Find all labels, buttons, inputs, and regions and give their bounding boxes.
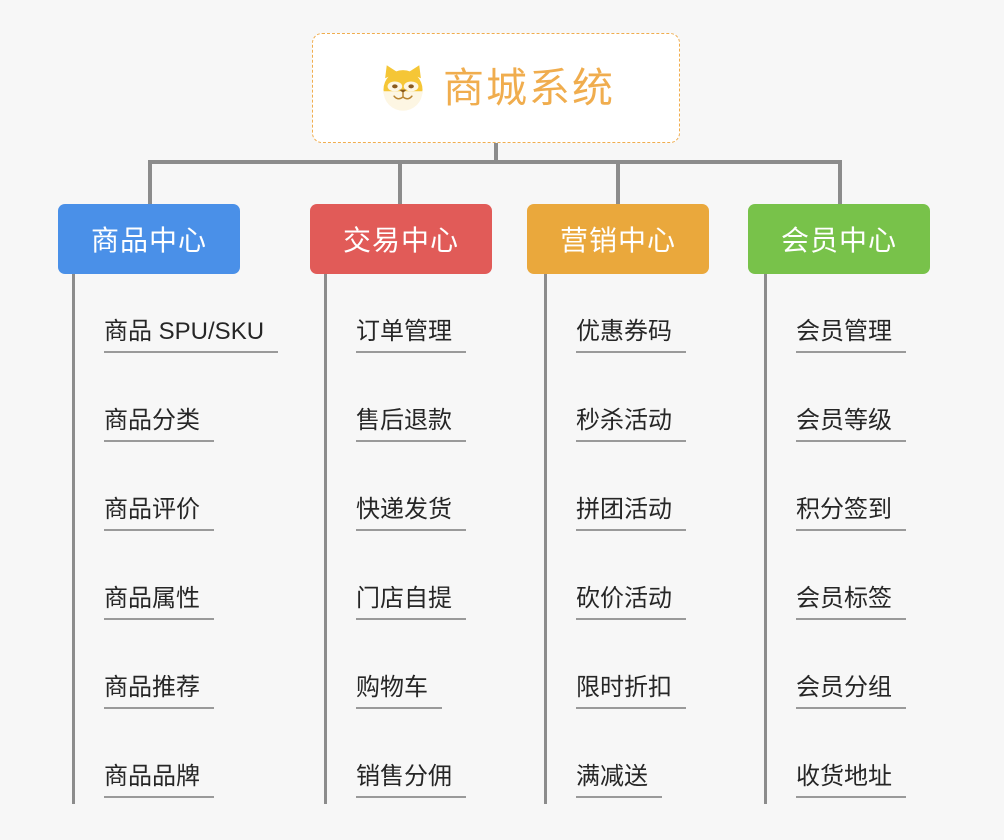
leaf-item-label: 会员分组 xyxy=(796,674,906,709)
leaf-item[interactable]: 收货地址 xyxy=(764,756,906,800)
leaf-item[interactable]: 快递发货 xyxy=(324,489,466,533)
category-box-marketing-center[interactable]: 营销中心 xyxy=(527,204,709,274)
leaf-item[interactable]: 商品属性 xyxy=(72,578,214,622)
connector-root-stem xyxy=(494,143,498,163)
leaf-item-label: 优惠券码 xyxy=(576,318,686,353)
leaf-item-label: 商品评价 xyxy=(104,496,214,531)
category-label: 商品中心 xyxy=(90,225,207,256)
leaf-item-label: 积分签到 xyxy=(796,496,906,531)
category-label: 营销中心 xyxy=(559,225,676,256)
leaf-item[interactable]: 会员等级 xyxy=(764,400,906,444)
leaf-item[interactable]: 订单管理 xyxy=(324,311,466,355)
shiba-dog-face-icon xyxy=(377,62,429,114)
column-rail-2 xyxy=(324,274,327,804)
leaf-item-label: 会员管理 xyxy=(796,318,906,353)
root-node-label: 商城系统 xyxy=(443,64,615,111)
leaf-item[interactable]: 商品评价 xyxy=(72,489,214,533)
column-rail-1 xyxy=(72,274,75,804)
leaf-item-label: 售后退款 xyxy=(356,407,466,442)
leaf-item[interactable]: 售后退款 xyxy=(324,400,466,444)
leaf-item[interactable]: 满减送 xyxy=(544,756,662,800)
category-box-product-center[interactable]: 商品中心 xyxy=(58,204,240,274)
leaf-item-label: 商品属性 xyxy=(104,585,214,620)
leaf-item-label: 门店自提 xyxy=(356,585,466,620)
leaf-item-label: 快递发货 xyxy=(356,496,466,531)
leaf-item[interactable]: 门店自提 xyxy=(324,578,466,622)
leaf-item[interactable]: 会员分组 xyxy=(764,667,906,711)
leaf-item-label: 商品推荐 xyxy=(104,674,214,709)
leaf-item-label: 限时折扣 xyxy=(576,674,686,709)
leaf-item[interactable]: 砍价活动 xyxy=(544,578,686,622)
leaf-item-label: 满减送 xyxy=(576,763,662,798)
leaf-item-label: 秒杀活动 xyxy=(576,407,686,442)
leaf-item-label: 收货地址 xyxy=(796,763,906,798)
leaf-item[interactable]: 商品 SPU/SKU xyxy=(72,311,279,355)
category-box-member-center[interactable]: 会员中心 xyxy=(748,204,930,274)
category-box-trade-center[interactable]: 交易中心 xyxy=(310,204,492,274)
leaf-item-label: 砍价活动 xyxy=(576,585,686,620)
leaf-item[interactable]: 优惠券码 xyxy=(544,311,686,355)
connector-drop-4 xyxy=(838,160,842,206)
root-node-mall-system[interactable]: 商城系统 xyxy=(312,33,680,143)
leaf-item[interactable]: 销售分佣 xyxy=(324,756,466,800)
leaf-item-label: 销售分佣 xyxy=(356,763,466,798)
leaf-item-label: 订单管理 xyxy=(356,318,466,353)
leaf-item-label: 商品品牌 xyxy=(104,763,214,798)
connector-drop-1 xyxy=(148,160,152,206)
leaf-item[interactable]: 商品分类 xyxy=(72,400,214,444)
category-label: 会员中心 xyxy=(780,225,897,256)
leaf-item-label: 购物车 xyxy=(356,674,442,709)
leaf-item-label: 会员等级 xyxy=(796,407,906,442)
leaf-item[interactable]: 限时折扣 xyxy=(544,667,686,711)
connector-drop-2 xyxy=(398,160,402,206)
leaf-item-label: 会员标签 xyxy=(796,585,906,620)
leaf-item[interactable]: 积分签到 xyxy=(764,489,906,533)
leaf-item[interactable]: 会员标签 xyxy=(764,578,906,622)
connector-drop-3 xyxy=(616,160,620,206)
column-rail-3 xyxy=(544,274,547,804)
leaf-item[interactable]: 秒杀活动 xyxy=(544,400,686,444)
category-label: 交易中心 xyxy=(342,225,459,256)
leaf-item[interactable]: 会员管理 xyxy=(764,311,906,355)
leaf-item-label: 商品 SPU/SKU xyxy=(104,318,279,353)
leaf-item-label: 商品分类 xyxy=(104,407,214,442)
leaf-item[interactable]: 商品推荐 xyxy=(72,667,214,711)
connector-horizontal-bus xyxy=(148,160,842,164)
leaf-item[interactable]: 拼团活动 xyxy=(544,489,686,533)
leaf-item[interactable]: 购物车 xyxy=(324,667,442,711)
column-rail-4 xyxy=(764,274,767,804)
leaf-item[interactable]: 商品品牌 xyxy=(72,756,214,800)
leaf-item-label: 拼团活动 xyxy=(576,496,686,531)
